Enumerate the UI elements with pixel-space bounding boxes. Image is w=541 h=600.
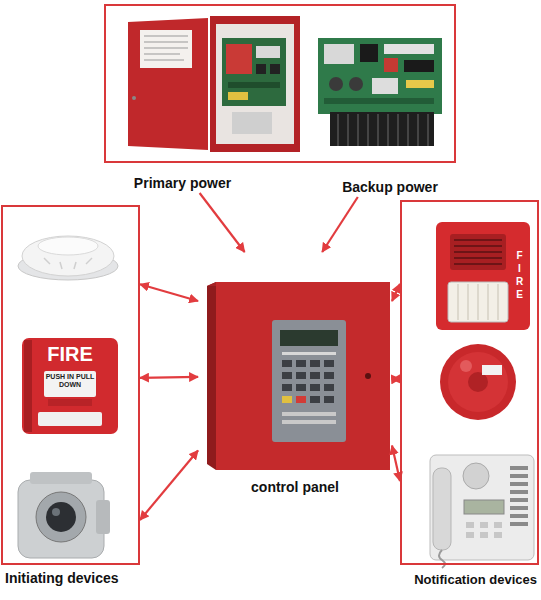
node-label: Notification devices (414, 572, 537, 588)
control-panel: control panel (198, 252, 392, 497)
node-label: Initiating devices (5, 570, 119, 586)
pull-station (22, 338, 118, 434)
phone-console (430, 455, 534, 568)
power-frame (105, 5, 455, 162)
connector-arrow (392, 284, 400, 301)
connector-arrow (200, 193, 245, 252)
connector-arrow (392, 446, 400, 482)
device-text: FIRE (30, 343, 110, 365)
device-text: FIRE (513, 250, 525, 302)
alarm-bell (440, 344, 516, 420)
control-panel-cabinet (207, 282, 390, 470)
connector-arrow (140, 284, 198, 301)
connector-arrow (392, 378, 400, 381)
connector-arrow (140, 376, 198, 379)
backup-power-board (318, 38, 442, 146)
node-label: Backup power (320, 179, 460, 195)
horn-strobe (436, 222, 530, 330)
node-label: control panel (198, 479, 392, 495)
device-text: PUSH IN PULL DOWN (45, 373, 95, 389)
node-label: Primary power (105, 175, 260, 191)
flame-detector (18, 472, 110, 558)
power-supply-cabinet (128, 16, 300, 152)
power-source: Backup power (320, 5, 460, 197)
power-source: Primary power (105, 5, 260, 193)
smoke-detector (18, 236, 118, 280)
connector-arrow (322, 197, 358, 252)
connector-arrow (140, 451, 198, 521)
